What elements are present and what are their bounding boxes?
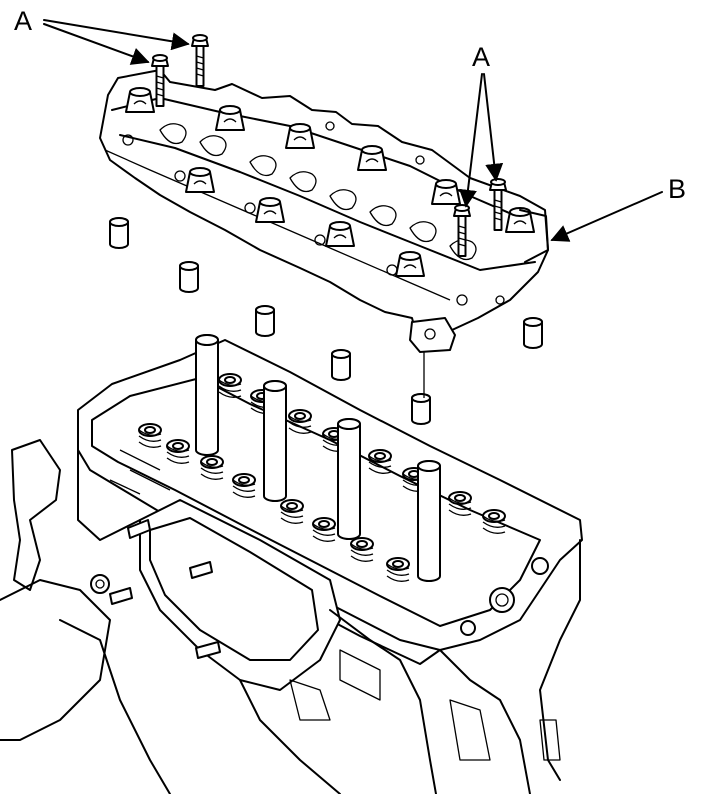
cylinder-head [0,334,583,794]
spark-plug-tube-3 [337,418,361,540]
bolt-a-left-1 [191,34,209,87]
callout-a-right: A [459,42,504,208]
spark-plug-tube-2 [263,380,287,502]
callout-b: B [550,174,686,242]
callout-b-label: B [668,174,686,204]
spark-plug-tube-1 [195,334,219,456]
callout-a-left: A [14,6,190,65]
camshaft-holder-assembly [99,69,549,353]
spark-plug-tube-4 [417,460,441,582]
callout-a-right-label: A [472,42,490,72]
callout-a-left-label: A [14,6,32,36]
